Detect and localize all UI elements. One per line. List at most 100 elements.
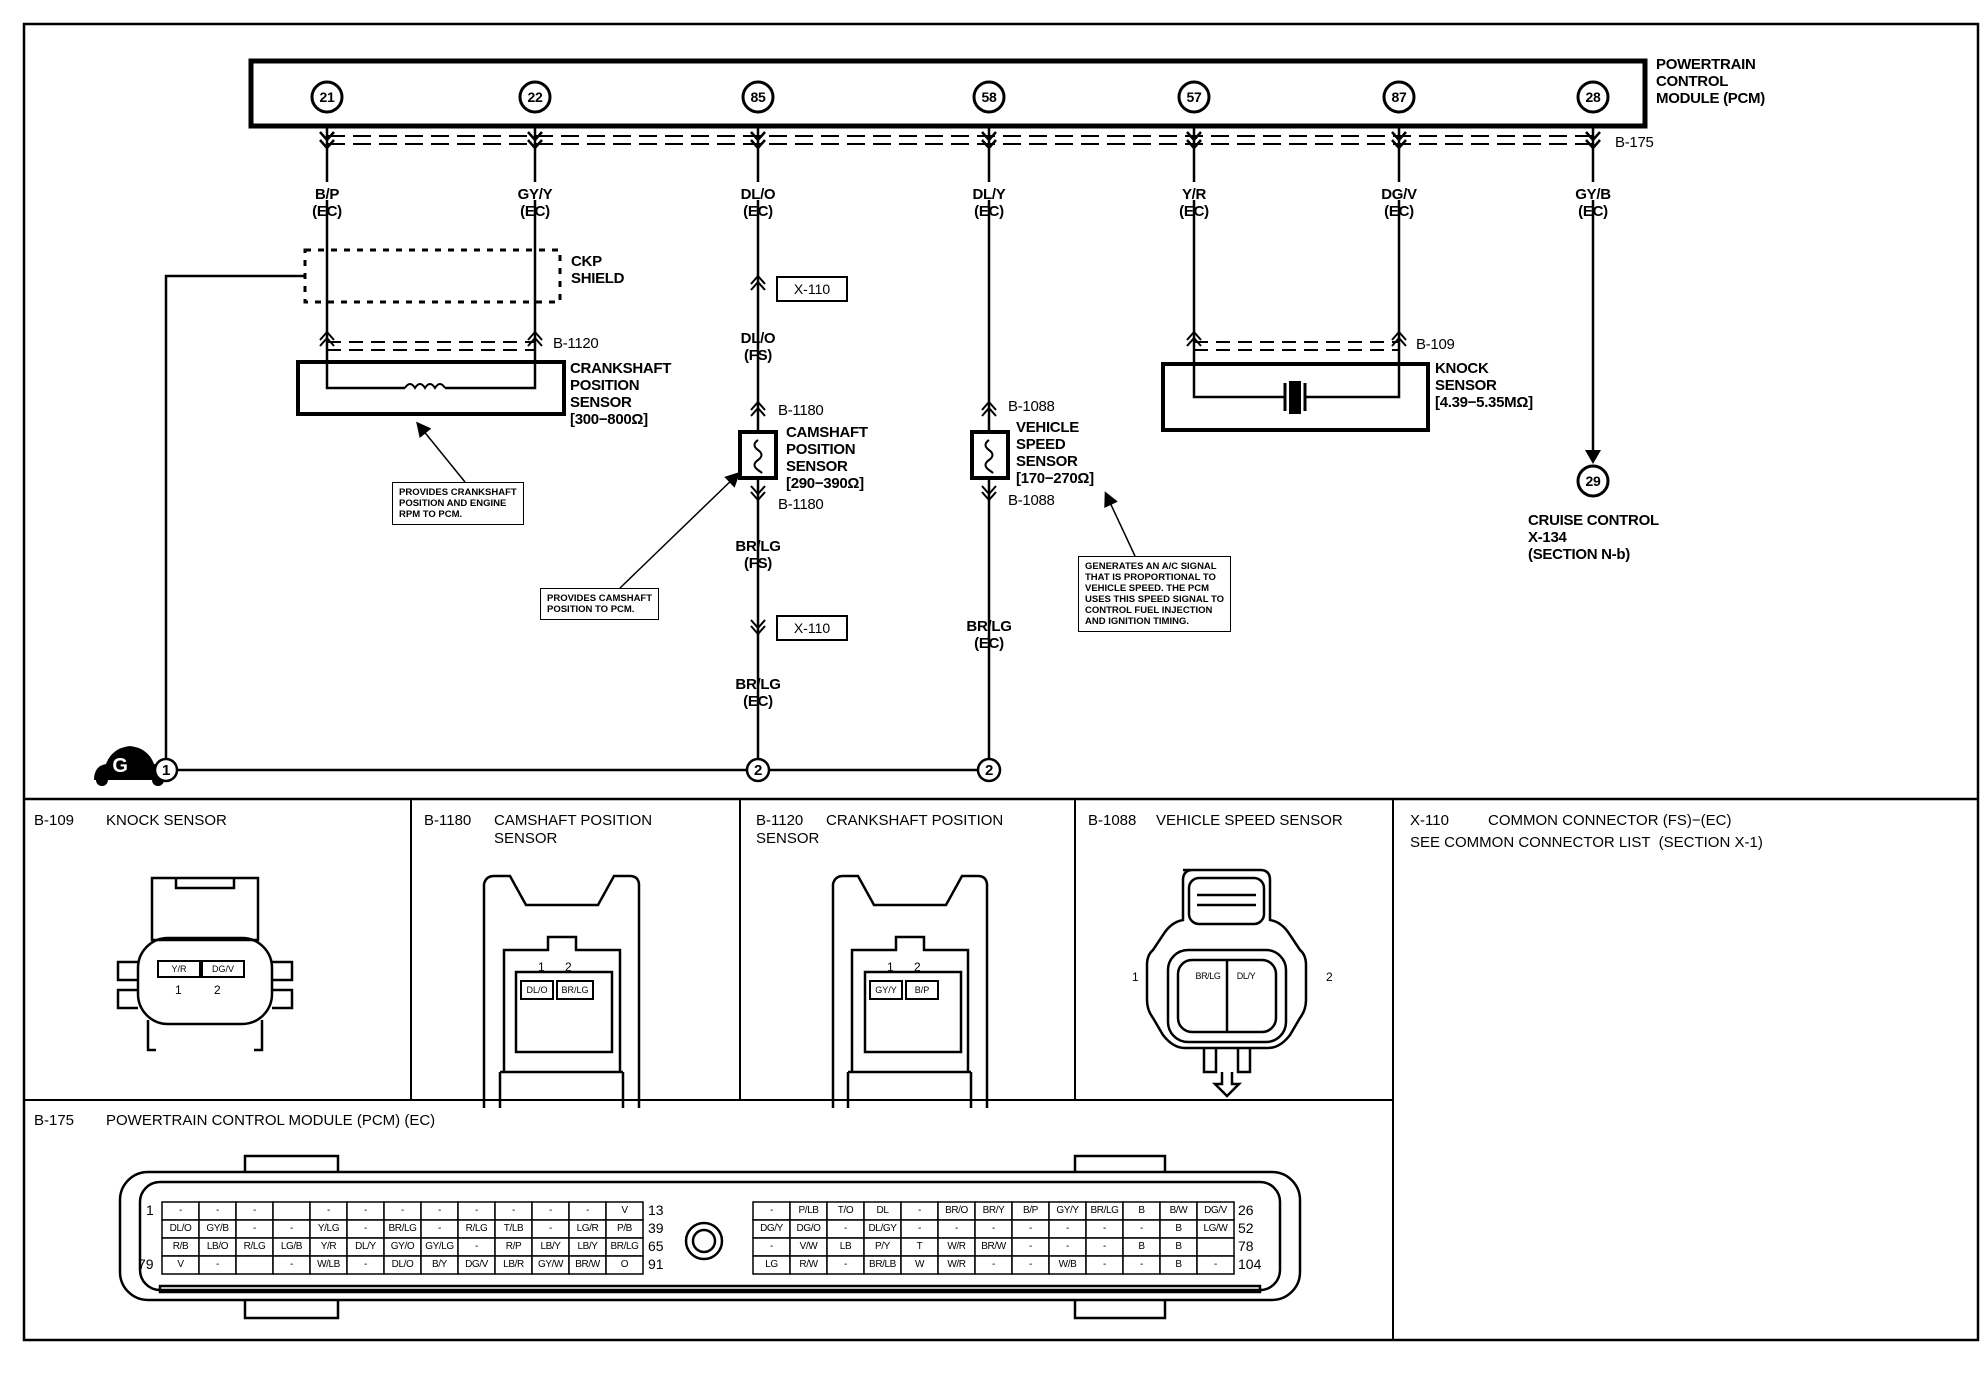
b175-right-cell-text: W [914, 1259, 925, 1270]
b109-label: B-109 [1416, 336, 1455, 353]
b175-right-cell-text: B/P [1023, 1205, 1038, 1216]
pcm-pin-circle [1177, 80, 1211, 114]
b1180-top-label: B-1180 [778, 402, 824, 419]
vehicle-speed-sensor-label: VEHICLE SPEED SENSOR [170−270Ω] [1016, 419, 1094, 487]
cmp-wire-fs-bottom: BR/LG (FS) [735, 538, 781, 572]
b175-right-cell-text: W/B [1058, 1259, 1077, 1270]
b175-left-cell-text: R/LG [465, 1223, 488, 1234]
b175-left-row-end: 91 [648, 1256, 664, 1272]
b175-left-cell-text: W/LB [317, 1259, 340, 1270]
b175-right-cell-text: DL/GY [868, 1223, 897, 1234]
b175-right-cell-text: - [1103, 1223, 1106, 1234]
b175-left-cell-text: V [177, 1259, 184, 1270]
b175-left-cell-text: - [364, 1223, 367, 1234]
b175-right-cell-text: DG/Y [760, 1223, 783, 1234]
ground-car-icon [94, 746, 166, 780]
b175-left-cell-text: BR/LG [388, 1223, 417, 1234]
b175-right-cell-text: - [844, 1259, 847, 1270]
b1088-top-label: B-1088 [1008, 398, 1055, 415]
b175-left-cell-text: LG/B [280, 1241, 303, 1252]
b175-left-cell-text: O [620, 1259, 629, 1270]
b175-right-cell-text: B [1138, 1205, 1145, 1216]
pcm-wire-color: GY/Y (EC) [517, 186, 553, 220]
pcm-box [248, 58, 1648, 129]
b175-left-cell-text: - [253, 1223, 256, 1234]
b1180-pin1: 1 [538, 960, 545, 974]
pcm-wire [319, 126, 335, 182]
pcm-pin-circle [741, 80, 775, 114]
b175-right-cell-text: GY/Y [1056, 1205, 1079, 1216]
pcm-pin-number: 22 [527, 89, 543, 105]
outer-frame [22, 22, 1980, 1342]
crankshaft-note: PROVIDES CRANKSHAFT POSITION AND ENGINE … [392, 482, 524, 525]
b175-right-cell [1196, 1255, 1235, 1275]
b175-left-cell-text: R/LG [243, 1241, 266, 1252]
b109-pin1: 1 [175, 983, 182, 997]
b175-right-cell-text: BR/W [981, 1241, 1006, 1252]
b175-left-cell-text: T/LB [503, 1223, 524, 1234]
pcm-wire-color: DL/O (EC) [740, 186, 776, 220]
pcm-wire [981, 126, 997, 182]
pcm-pin-number: 87 [1391, 89, 1407, 105]
b175-right-cell-text: BR/LB [869, 1259, 896, 1270]
b175-left-cell-text: LB/O [206, 1241, 229, 1252]
b175-left-cell-text: - [475, 1241, 478, 1252]
ground-node-2a-label: 2 [753, 762, 763, 779]
ckp-shield-label: CKP SHIELD [571, 253, 625, 287]
b175-right-row-end: 26 [1238, 1202, 1254, 1218]
cruise-arrow-icon [1585, 450, 1601, 464]
b175-right-cell-text: W/R [947, 1241, 966, 1252]
b175-left-cell-text: GY/O [390, 1241, 415, 1252]
b175-left-cell-text: DG/V [465, 1259, 488, 1270]
b175-left-cell [235, 1255, 274, 1275]
vss-wire-bottom: BR/LG (EC) [966, 618, 1012, 652]
b175-left-cell-text: - [438, 1223, 441, 1234]
b175-right-row-end: 104 [1238, 1256, 1262, 1272]
ground-symbol-label: G [112, 755, 128, 777]
b175-left-cell-text: R/P [505, 1241, 522, 1252]
ckp-shield [303, 248, 562, 304]
b175-left-cell-text: - [586, 1205, 589, 1216]
panel-b109-title: KNOCK SENSOR [106, 812, 227, 829]
camshaft-sensor-label: CAMSHAFT POSITION SENSOR [290−390Ω] [786, 424, 868, 492]
pcm-wire-color: DG/V (EC) [1381, 186, 1417, 220]
b175-connector-drawing [118, 1154, 1302, 1320]
b175-left-cell [605, 1255, 644, 1275]
b175-right-cell-text: - [992, 1259, 995, 1270]
pcm-pin-circle [518, 80, 552, 114]
cruise-pin-number: 29 [1585, 473, 1601, 489]
pcm-pin-circle [1576, 80, 1610, 114]
b175-right-cell-text: - [770, 1205, 773, 1216]
pcm-wire [527, 126, 543, 182]
pcm-wire [1391, 126, 1407, 182]
b175-right-cell-text: P/Y [875, 1241, 890, 1252]
b1180-pin2-wire: BR/LG [556, 980, 594, 1000]
b175-row-start: 79 [138, 1256, 154, 1272]
b175-left-cell-text: BR/LG [610, 1241, 639, 1252]
b1088-bottom-label: B-1088 [1008, 492, 1055, 509]
b175-right-cell-text: BR/O [945, 1205, 968, 1216]
b175-left-cell-text: - [549, 1223, 552, 1234]
b175-left-cell-text: - [549, 1205, 552, 1216]
b175-right-cell-text: B [1175, 1241, 1182, 1252]
pcm-wire [750, 126, 766, 182]
b175-right-cell-text: B [1175, 1259, 1182, 1270]
b175-right-cell-text: - [955, 1223, 958, 1234]
b175-right-cell-text: - [1140, 1223, 1143, 1234]
cmp-wire-fs-top: DL/O (FS) [740, 330, 776, 364]
b175-left-cell-text: - [401, 1205, 404, 1216]
pcm-pin-circle [1382, 80, 1416, 114]
b175-left-cell-text: - [179, 1205, 182, 1216]
b175-right-cell-text: - [1029, 1241, 1032, 1252]
b175-left-cell-text: DL/O [391, 1259, 414, 1270]
b175-left-row-end: 39 [648, 1220, 664, 1236]
panel-x110-title: COMMON CONNECTOR (FS)−(EC) [1488, 812, 1732, 829]
panel-b1088-id: B-1088 [1088, 812, 1137, 829]
b175-left-cell-text: LG/R [576, 1223, 599, 1234]
panel-b1180-id: B-1180 [424, 812, 472, 829]
b1120-pin2: 2 [914, 960, 921, 974]
b175-right-cell-text: - [1140, 1259, 1143, 1270]
b175-right-cell-text: - [1029, 1223, 1032, 1234]
b175-center-hole [684, 1221, 724, 1261]
b109-connector-drawing [116, 876, 294, 1052]
